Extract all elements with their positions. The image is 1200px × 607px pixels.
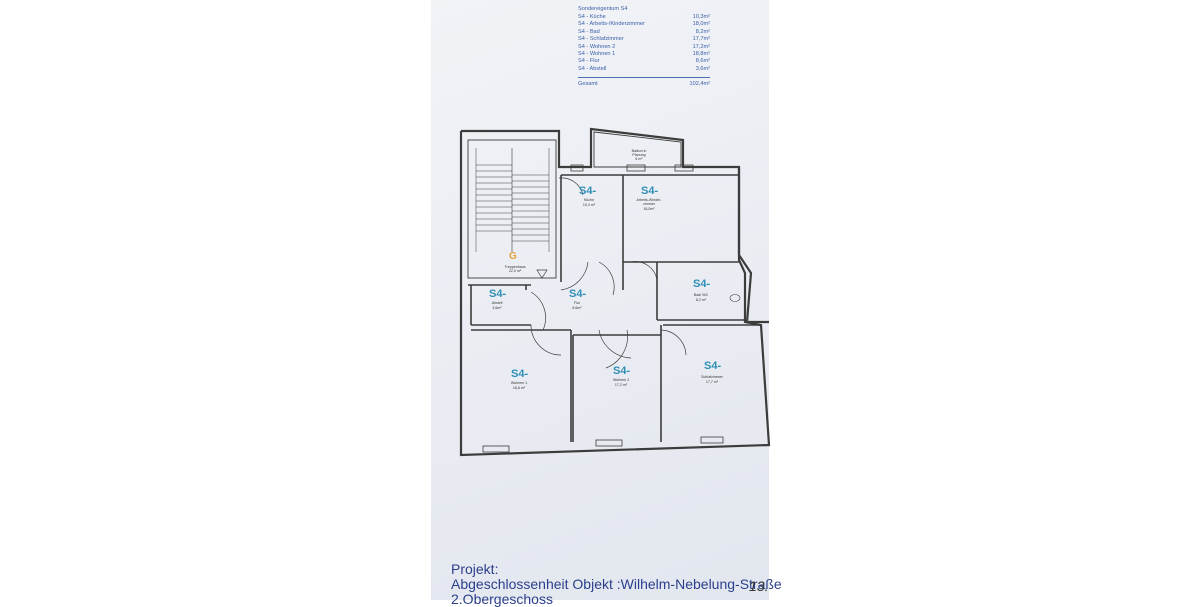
room-area-wohnen2: 17,2 m²	[614, 383, 628, 387]
legend-room-name: S4 - Küche	[578, 13, 606, 20]
room-code-kueche: S4-	[579, 185, 597, 197]
legend-room-area: 8,6m²	[695, 58, 710, 65]
door-swings	[530, 177, 687, 369]
balcony-area: 6 m²	[635, 157, 643, 161]
page-number: 13.	[749, 578, 769, 594]
legend-row: S4 - Küche 10,3m²	[578, 14, 710, 21]
room-code-arbeit: S4-	[641, 185, 659, 197]
legend-room-area: 17,2m²	[692, 43, 710, 50]
room-area-abstell: 3,6m²	[492, 306, 502, 310]
stairwell-area: 22,0 m²	[508, 269, 522, 273]
room-name-flur: Flur	[573, 301, 581, 305]
project-floor-line: 2.Obergeschoss	[451, 591, 553, 607]
stair-steps	[475, 148, 550, 252]
balcony-name: Balkon in Planung	[631, 149, 647, 158]
legend-room-area: 10,3m²	[692, 13, 710, 20]
room-name-abstell: Abstell	[491, 301, 503, 305]
wc-fixture	[729, 294, 741, 302]
stair-core	[467, 139, 557, 279]
legend-room-area: 18,0m²	[692, 21, 710, 28]
room-area-kueche: 10,3 m²	[582, 203, 596, 207]
room-area-bad: 8,2 m²	[695, 298, 707, 302]
stair-direction-marker	[536, 269, 548, 279]
legend-row: S4 - Abstell 3,6m²	[578, 66, 710, 73]
room-code-wohnen1: S4-	[511, 368, 529, 380]
project-heading: Projekt:	[451, 561, 499, 577]
legend-room-area: 8,2m²	[695, 28, 710, 35]
legend-row: S4 - Schlafzimmer 17,7m²	[578, 36, 710, 43]
stairwell-name: Treppenhaus	[504, 265, 526, 269]
room-name-schlaf: Schlafzimmer	[701, 375, 723, 379]
legend-row: S4 - Wohnen 2 17,2m²	[578, 44, 710, 51]
legend-room-area: 18,8m²	[692, 50, 710, 57]
windows	[482, 164, 724, 453]
legend-divider	[578, 77, 710, 79]
project-object-line: Abgeschlossenheit Objekt :Wilhelm-Nebelu…	[451, 576, 782, 592]
room-name-arbeit: Arbeits-/Kinder- zimmer	[636, 198, 662, 207]
legend-room-name: S4 - Flur	[578, 58, 600, 65]
room-code-wohnen2: S4-	[613, 365, 631, 377]
room-name-wohnen2: Wohnen 2	[612, 378, 630, 382]
outer-wall	[461, 127, 769, 324]
legend-room-name: S4 - Abstell	[578, 65, 607, 72]
room-area-wohnen1: 18,8 m²	[512, 386, 526, 390]
floor-plan-drawing	[459, 127, 771, 457]
legend-row: S4 - Bad 8,2m²	[578, 29, 710, 36]
room-name-bad: Bad/ WC	[693, 293, 709, 297]
legend-room-name: S4 - Wohnen 1	[578, 50, 616, 57]
area-legend: Sondereigentum S4 S4 - Küche 10,3m² S4 - …	[578, 6, 710, 89]
room-name-wohnen1: Wohnen 1	[510, 381, 528, 385]
legend-total-row: Gesamt 102,4m²	[578, 81, 710, 88]
stairwell-marker: G	[509, 251, 517, 262]
legend-room-name: S4 - Bad	[578, 28, 600, 35]
room-name-kueche: Küche	[583, 198, 595, 202]
legend-room-name: S4 - Wohnen 2	[578, 43, 616, 50]
room-code-schlaf: S4-	[704, 360, 722, 372]
room-code-flur: S4-	[569, 288, 587, 300]
room-area-schlaf: 17,7 m²	[705, 380, 719, 384]
room-code-abstell: S4-	[489, 288, 507, 300]
legend-title: Sondereigentum S4	[578, 6, 628, 12]
room-code-bad: S4-	[693, 278, 711, 290]
legend-total-label: Gesamt	[578, 81, 598, 88]
legend-row: S4 - Flur 8,6m²	[578, 58, 710, 65]
floorplan-photo: Sondereigentum S4 S4 - Küche 10,3m² S4 - …	[431, 0, 782, 607]
balcony-outline	[593, 131, 682, 168]
legend-row: S4 - Arbeits-/Kinderzimmer 18,0m²	[578, 21, 710, 28]
legend-room-area: 3,6m²	[695, 65, 710, 72]
legend-room-area: 17,7m²	[692, 36, 710, 43]
room-area-flur: 8,6m²	[572, 306, 582, 310]
interior-walls	[468, 174, 761, 442]
outer-wall	[459, 131, 771, 457]
legend-total-area: 102,4m²	[689, 81, 710, 88]
legend-room-name: S4 - Schlafzimmer	[578, 36, 624, 43]
room-area-arbeit: 18,0m²	[643, 207, 655, 211]
legend-room-name: S4 - Arbeits-/Kinderzimmer	[578, 21, 645, 28]
legend-row: S4 - Wohnen 1 18,8m²	[578, 51, 710, 58]
